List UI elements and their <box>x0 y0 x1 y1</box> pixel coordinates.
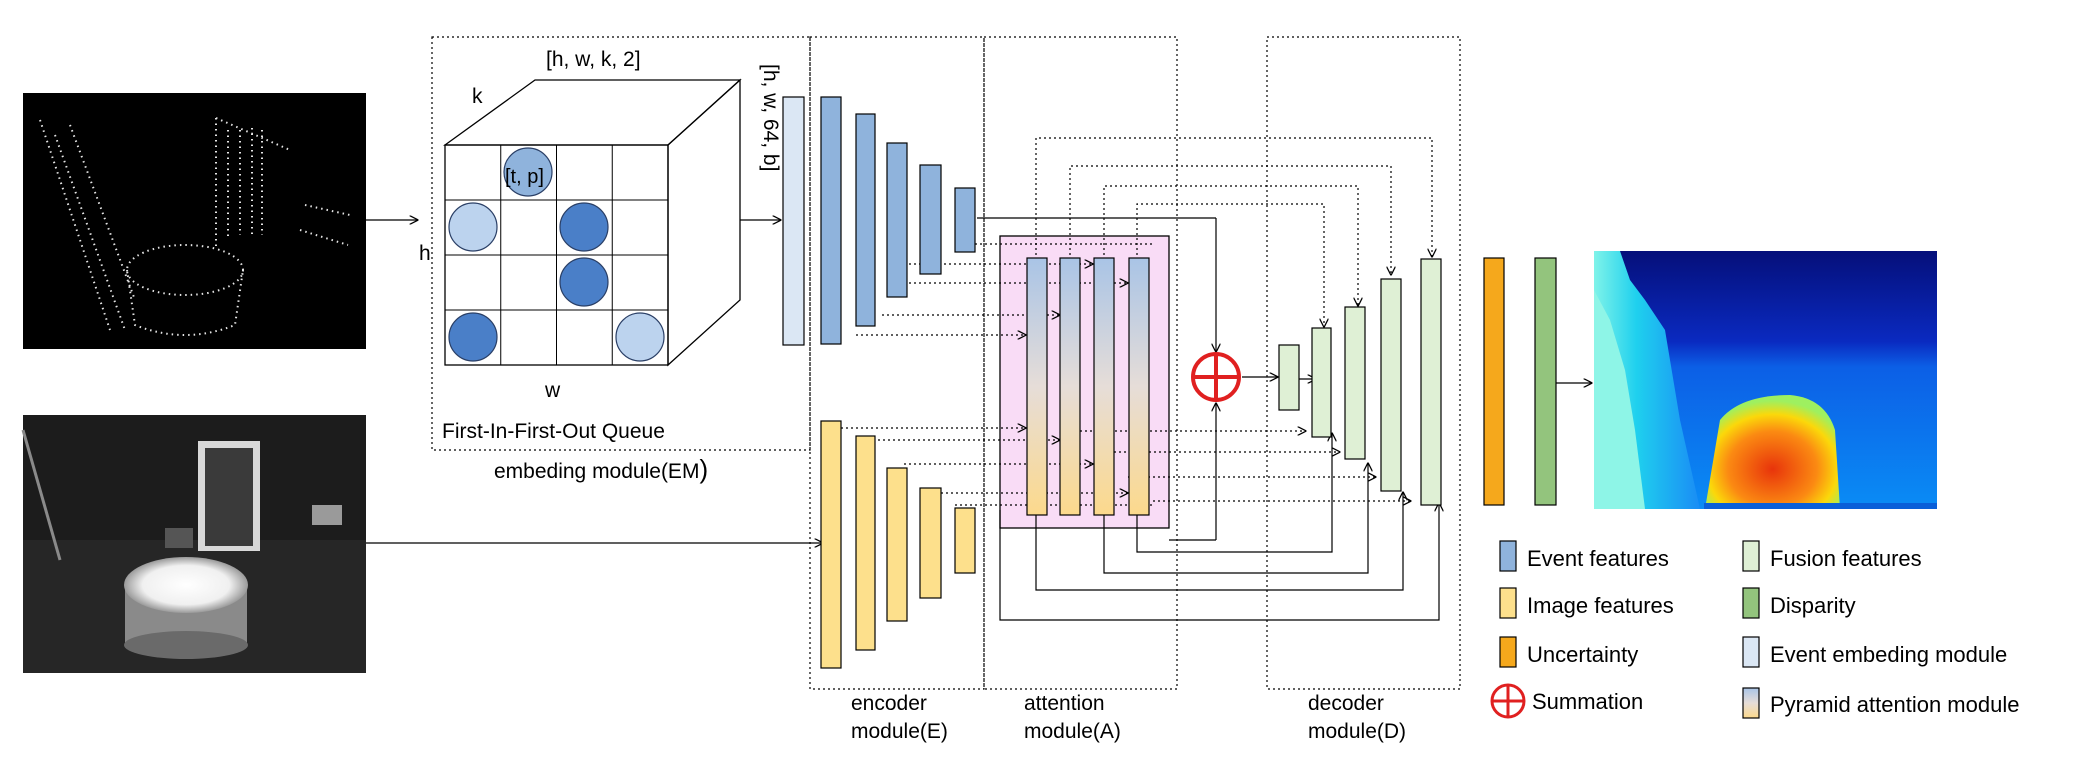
legend-label-uncertainty: Uncertainty <box>1527 642 1638 667</box>
event-feature-bar <box>886 142 908 298</box>
legend-swatch-image <box>1499 587 1517 619</box>
event-cell-dark <box>559 257 609 307</box>
legend-label-pyramid: Pyramid attention module <box>1770 692 2019 717</box>
decoder-label-line1: decoder <box>1308 692 1384 715</box>
event-feature-bar <box>820 96 842 345</box>
cell-label: [t, p] <box>505 166 544 188</box>
image-feature-bar <box>886 467 908 622</box>
queue-label: First-In-First-Out Queue <box>442 420 665 443</box>
event-input-image <box>23 93 366 349</box>
event-cell-light <box>503 147 553 197</box>
image-feature-bar <box>855 435 876 651</box>
embedding-module-label: embeding module(EM) <box>494 454 708 484</box>
pyramid-attention <box>1026 257 1150 516</box>
legend-swatch-uncertainty <box>1499 636 1517 668</box>
decoder-label-line2: module(D) <box>1308 720 1406 743</box>
fusion-feature-bar <box>1278 344 1300 411</box>
decoder-module-box <box>1266 36 1461 690</box>
embedding-output-bar <box>782 96 805 346</box>
encoder-label-line1: encoder <box>851 692 927 715</box>
legend-label-embedding: Event embeding module <box>1770 642 2007 667</box>
embedding-output-label: [h, w, 64, b] <box>759 64 782 171</box>
image-feature-bar <box>954 507 976 574</box>
legend-swatch-embedding <box>1742 636 1760 668</box>
fusion-feature-bar <box>1380 278 1402 492</box>
legend-label-disparity: Disparity <box>1770 593 1856 618</box>
legend-swatch-summation <box>1490 683 1526 719</box>
legend-swatch-disparity <box>1742 587 1760 619</box>
cube-top-label: [h, w, k, 2] <box>546 48 641 71</box>
event-feature-bar <box>855 113 876 327</box>
uncertainty-bar <box>1483 257 1505 506</box>
height-label: h <box>419 242 431 265</box>
attention-bar <box>1059 257 1081 516</box>
legend-label-summation: Summation <box>1532 689 1643 714</box>
attention-bar <box>1026 257 1048 516</box>
legend-swatch-pyramid <box>1742 687 1760 719</box>
fusion-feature-bar <box>1311 327 1332 438</box>
width-label: w <box>544 379 561 402</box>
embedding-module-box <box>431 36 811 451</box>
image-feature-bar <box>820 420 842 669</box>
fusion-feature-bar <box>1420 258 1442 506</box>
event-feature-bar <box>954 187 976 253</box>
intensity-input-image <box>21 415 366 673</box>
attention-bar <box>1093 257 1115 516</box>
event-cell-dark <box>559 202 609 252</box>
event-feature-bar <box>919 164 942 275</box>
legend-swatch-event <box>1499 540 1517 572</box>
attention-label-line2: module(A) <box>1024 720 1121 743</box>
event-cube <box>442 78 742 367</box>
fusion-feature-bar <box>1344 306 1366 460</box>
image-feature-bar <box>919 487 942 599</box>
event-cell-light <box>448 202 498 252</box>
disparity-output-image <box>1594 251 1937 509</box>
encoder-module-box <box>809 36 985 690</box>
attention-module-box <box>983 36 1178 690</box>
legend-label-fusion: Fusion features <box>1770 546 1922 571</box>
disparity-bar <box>1534 257 1557 506</box>
decoder <box>1278 258 1442 506</box>
event-cell-light <box>615 312 665 362</box>
event-cells <box>448 147 665 362</box>
legend-label-image: Image features <box>1527 593 1674 618</box>
summation-node <box>1191 352 1241 402</box>
event-cell-dark <box>448 312 498 362</box>
event-encoder <box>820 96 976 345</box>
legend-swatch-fusion <box>1742 540 1760 572</box>
encoder-label-line2: module(E) <box>851 720 948 743</box>
legend-label-event: Event features <box>1527 546 1669 571</box>
image-encoder <box>820 420 976 669</box>
attention-label-line1: attention <box>1024 692 1105 715</box>
depth-label: k <box>472 85 483 108</box>
attention-bar <box>1128 257 1150 516</box>
legend: Event features Image features Uncertaint… <box>1490 540 2019 719</box>
